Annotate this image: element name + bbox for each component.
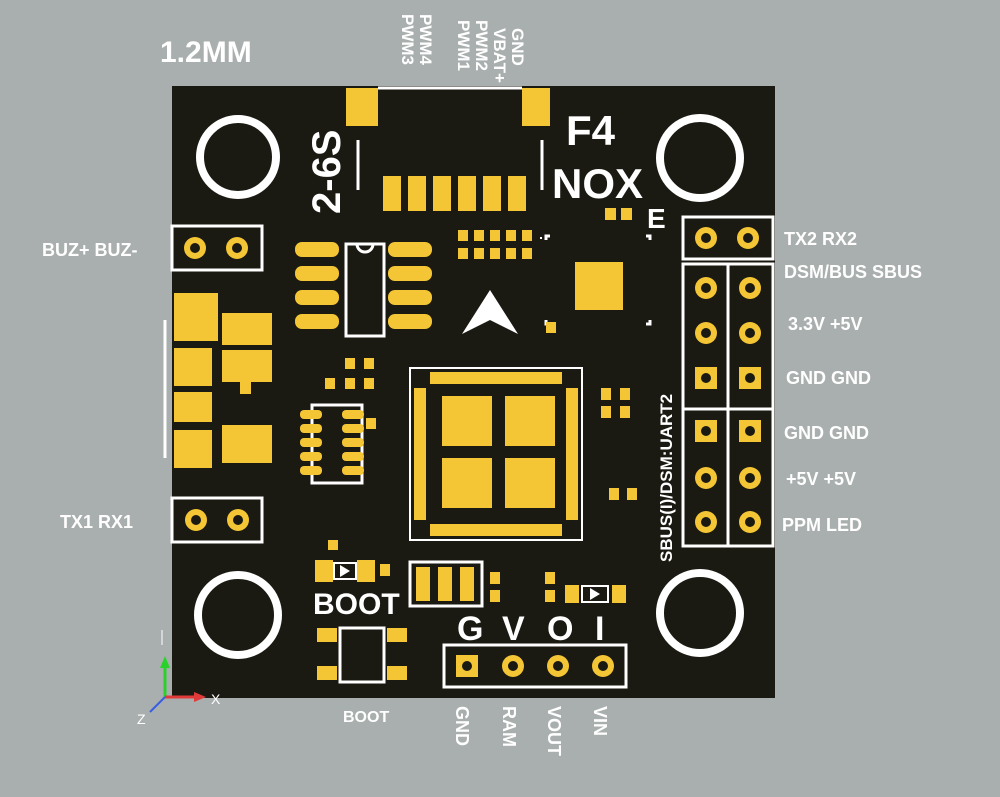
boot-led-area: BOOT [313,540,407,684]
label-5v-5v: +5V +5V [786,469,856,489]
model-name-line1: F4 [566,107,616,154]
label-gnd-gnd-1: GND GND [786,368,871,388]
label-3v3-5v: 3.3V +5V [788,314,863,334]
bottom-header [442,643,628,689]
top-pin-pwm4: PWM4 [416,14,435,66]
model-name-line2: NOX [552,160,643,207]
label-tx2-rx2: TX2 RX2 [784,229,857,249]
mount-hole-bl [194,571,282,659]
voltage-rating-silk: 2-6S [305,130,349,215]
silk-o: O [547,610,573,648]
left-power-pads [163,293,272,468]
axis-z-label: Z [137,711,146,727]
buzzer-label: BUZ+ BUZ- [42,240,138,260]
mounting-holes [194,114,744,659]
mount-hole-tl [196,115,280,199]
bottom-pin-labels: GND RAM VOUT VIN [452,706,610,756]
label-gnd-gnd-2: GND GND [784,423,869,443]
bottom-pin-vin: VIN [590,706,610,736]
top-pin-pwm1: PWM1 [454,20,473,71]
label-dsm-sbus: DSM/BUS SBUS [784,262,922,282]
axis-gizmo: X Z [137,630,221,727]
boot-silk: BOOT [313,588,400,621]
silk-g: G [457,610,483,648]
bottom-pin-ram: RAM [499,706,519,747]
qfn-chip [540,234,652,326]
uart1-header [170,496,264,544]
axis-x-label: X [211,691,221,707]
top-connector [346,86,550,211]
mount-hole-tr [656,114,744,202]
soic8-chip [295,242,432,338]
right-pin-labels: TX2 RX2 DSM/BUS SBUS 3.3V +5V GND GND GN… [782,229,922,535]
silk-i: I [595,610,604,648]
small-components-top [458,230,532,259]
uart2-marking: SBUS(I)/DSM:UART2 [657,394,676,562]
top-pin-gnd: GND [508,28,527,66]
top-pin-labels: GND VBAT+ PWM2 PWM1 PWM4 PWM3 [398,14,527,83]
right-header-uart2 [681,215,775,261]
mcu-chip [409,367,583,541]
top-pin-pwm2: PWM2 [472,20,491,71]
model-suffix: E [647,203,666,234]
bottom-pin-gnd: GND [452,706,472,746]
bottom-center-components [408,560,626,608]
buzzer-header [170,224,264,272]
right-header-column1 [681,262,775,548]
top-pin-pwm3: PWM3 [398,14,417,65]
gvoi-silk: G V O I [457,610,604,648]
label-ppm-led: PPM LED [782,515,862,535]
mount-hole-br [656,569,744,657]
soic-lower-chip [300,403,364,485]
silk-v: V [502,610,525,648]
thickness-label: 1.2MM [160,36,252,69]
direction-arrow [462,290,518,334]
bottom-boot-label: BOOT [343,709,389,726]
uart1-label: TX1 RX1 [60,512,133,532]
top-pin-vbat: VBAT+ [490,28,509,83]
bottom-pin-vout: VOUT [544,706,564,756]
